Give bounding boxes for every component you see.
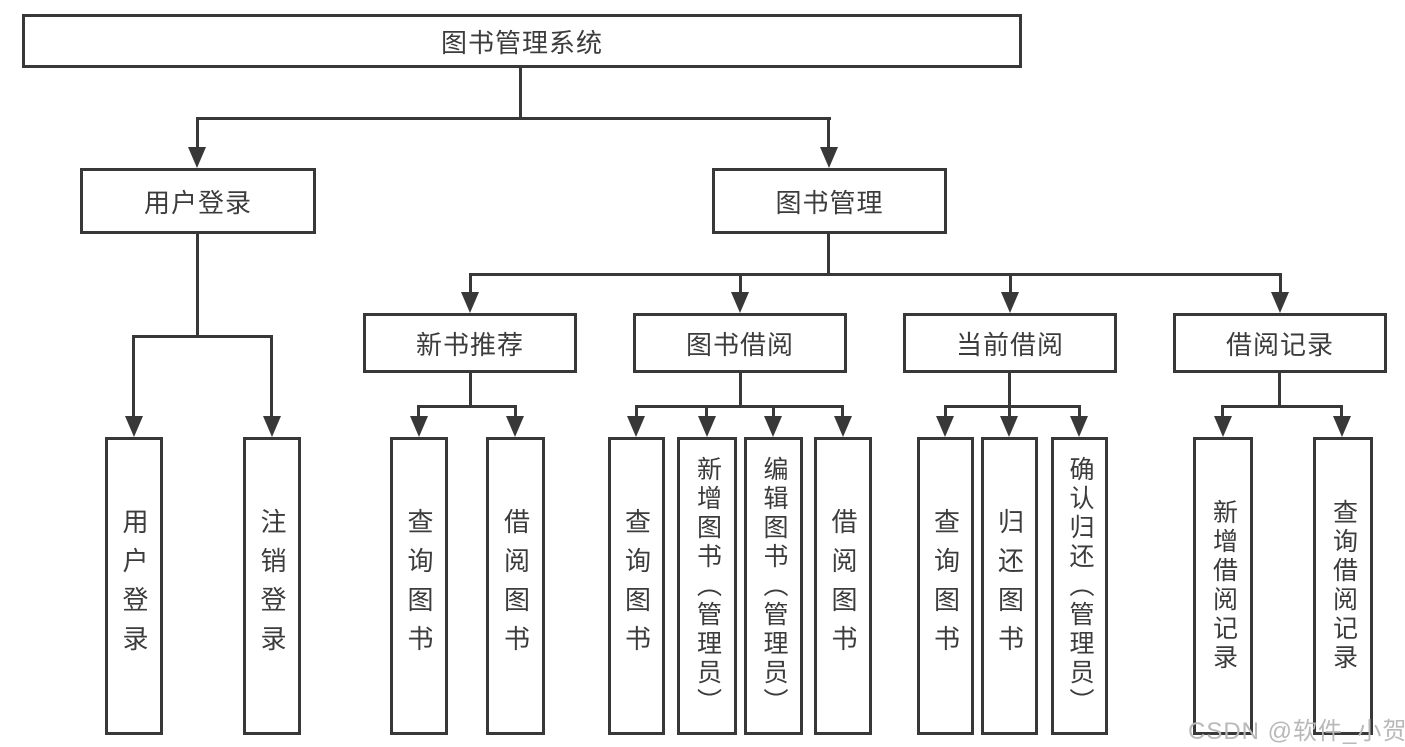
connector-level2-hline [196,117,831,120]
leaf-user-login: 用户登录 [105,437,163,735]
connector-cb-return-drop [1008,405,1011,419]
connector-rec-borrow-drop [514,405,517,419]
arrowhead-bb-edit [764,416,782,437]
node-current-borrowing-label: 当前借阅 [955,329,1064,360]
connector-user-login-drop [196,117,199,149]
leaf-query-books-borrowing-label: 查询图书 [621,508,652,664]
arrowhead-cb-return [1000,416,1018,437]
node-book-borrowing: 图书借阅 [633,313,847,373]
connector-recommend-drop [469,273,472,294]
leaf-query-books-recommend: 查询图书 [390,437,448,735]
arrowhead-bb-query [627,416,645,437]
arrowhead-current [1001,292,1019,313]
arrowhead-rec-borrow [506,416,524,437]
arrowhead-user-login [188,147,206,168]
leaf-confirm-return-admin: 确认归还（管理员） [1051,437,1108,735]
node-new-book-recommend: 新书推荐 [363,313,577,373]
leaf-query-books-borrowing: 查询图书 [608,437,665,735]
node-borrow-records: 借阅记录 [1173,313,1387,373]
leaf-add-borrow-record-label: 新增借阅记录 [1209,499,1238,673]
leaf-edit-books-admin-label: 编辑图书（管理员） [760,455,788,717]
arrowhead-br-query [1333,416,1351,437]
leaf-borrow-books-recommend: 借阅图书 [486,437,545,735]
connector-borrowing-drop [739,273,742,294]
leaf-query-books-current-label: 查询图书 [930,508,961,664]
connector-rec-query-drop [417,405,420,419]
connector-br-query-drop [1340,405,1343,419]
node-book-management: 图书管理 [712,168,947,234]
connector-cb-query-drop [944,405,947,419]
connector-bb-edit-drop [772,405,775,419]
arrowhead-records [1271,292,1289,313]
connector-bb-borrow-drop [841,405,844,419]
node-user-login: 用户登录 [80,168,316,234]
connector-recommend-stem [469,373,472,408]
arrowhead-borrowing [731,292,749,313]
connector-current-drop [1009,273,1012,294]
leaf-borrow-books-borrowing-label: 借阅图书 [828,508,858,664]
connector-root-stem [519,68,522,120]
arrowhead-cb-confirm [1070,416,1088,437]
connector-cb-confirm-drop [1078,405,1081,419]
connector-borrowing-stem [739,373,742,408]
leaf-borrow-books-recommend-label: 借阅图书 [500,508,531,664]
arrowhead-leaf-user-login [125,416,143,437]
leaf-query-books-recommend-label: 查询图书 [404,508,434,664]
connector-br-add-drop [1221,405,1224,419]
arrowhead-rec-query [410,416,428,437]
connector-leaf-logout-drop [270,335,273,418]
arrowhead-cb-query [936,416,954,437]
csdn-watermark-text: CSDN @软件_小贺同 [1188,718,1405,745]
connector-recommend-hline [417,405,517,408]
arrowhead-leaf-logout [263,416,281,437]
connector-book-management-stem [827,234,830,275]
connector-bb-query-drop [635,405,638,419]
arrowhead-br-add [1214,416,1232,437]
leaf-logout-login: 注销登录 [243,437,301,735]
node-current-borrowing: 当前借阅 [903,313,1117,373]
connector-bb-add-drop [705,405,708,419]
connector-records-stem [1278,373,1281,408]
connector-leaf-user-login-drop [132,335,135,418]
connector-records-drop [1279,273,1282,294]
leaf-confirm-return-admin-label: 确认归还（管理员） [1066,455,1094,717]
connector-book-management-drop [827,117,830,149]
node-book-management-label: 图书管理 [775,187,884,218]
csdn-watermark: CSDN @软件_小贺同学 [1188,711,1405,746]
connector-records-hline [1221,405,1343,408]
arrowhead-recommend [461,292,479,313]
node-library-system: 图书管理系统 [22,14,1022,68]
leaf-add-books-admin: 新增图书（管理员） [677,437,737,735]
leaf-return-books: 归还图书 [981,437,1038,735]
connector-current-hline [944,405,1081,408]
node-new-book-recommend-label: 新书推荐 [415,329,524,360]
leaf-add-borrow-record: 新增借阅记录 [1193,437,1253,735]
connector-borrowing-hline [635,405,844,408]
node-user-login-label: 用户登录 [143,187,252,218]
leaf-add-books-admin-label: 新增图书（管理员） [693,455,722,717]
leaf-edit-books-admin: 编辑图书（管理员） [744,437,803,735]
leaf-query-borrow-record-label: 查询借阅记录 [1329,499,1358,673]
connector-current-stem [1008,373,1011,408]
leaf-query-books-current: 查询图书 [917,437,974,735]
node-book-borrowing-label: 图书借阅 [685,329,794,360]
node-borrow-records-label: 借阅记录 [1225,329,1334,360]
leaf-query-borrow-record: 查询借阅记录 [1313,437,1373,735]
leaf-logout-login-label: 注销登录 [257,508,287,664]
arrowhead-bb-add [698,416,716,437]
node-library-system-label: 图书管理系统 [440,27,603,58]
connector-level3-hline [469,273,1282,276]
connector-user-login-hline [132,335,273,338]
arrowhead-book-management [820,147,838,168]
arrowhead-bb-borrow [834,416,852,437]
leaf-user-login-label: 用户登录 [119,508,149,664]
connector-user-login-stem [196,234,199,337]
leaf-return-books-label: 归还图书 [994,508,1025,664]
leaf-borrow-books-borrowing: 借阅图书 [814,437,872,735]
